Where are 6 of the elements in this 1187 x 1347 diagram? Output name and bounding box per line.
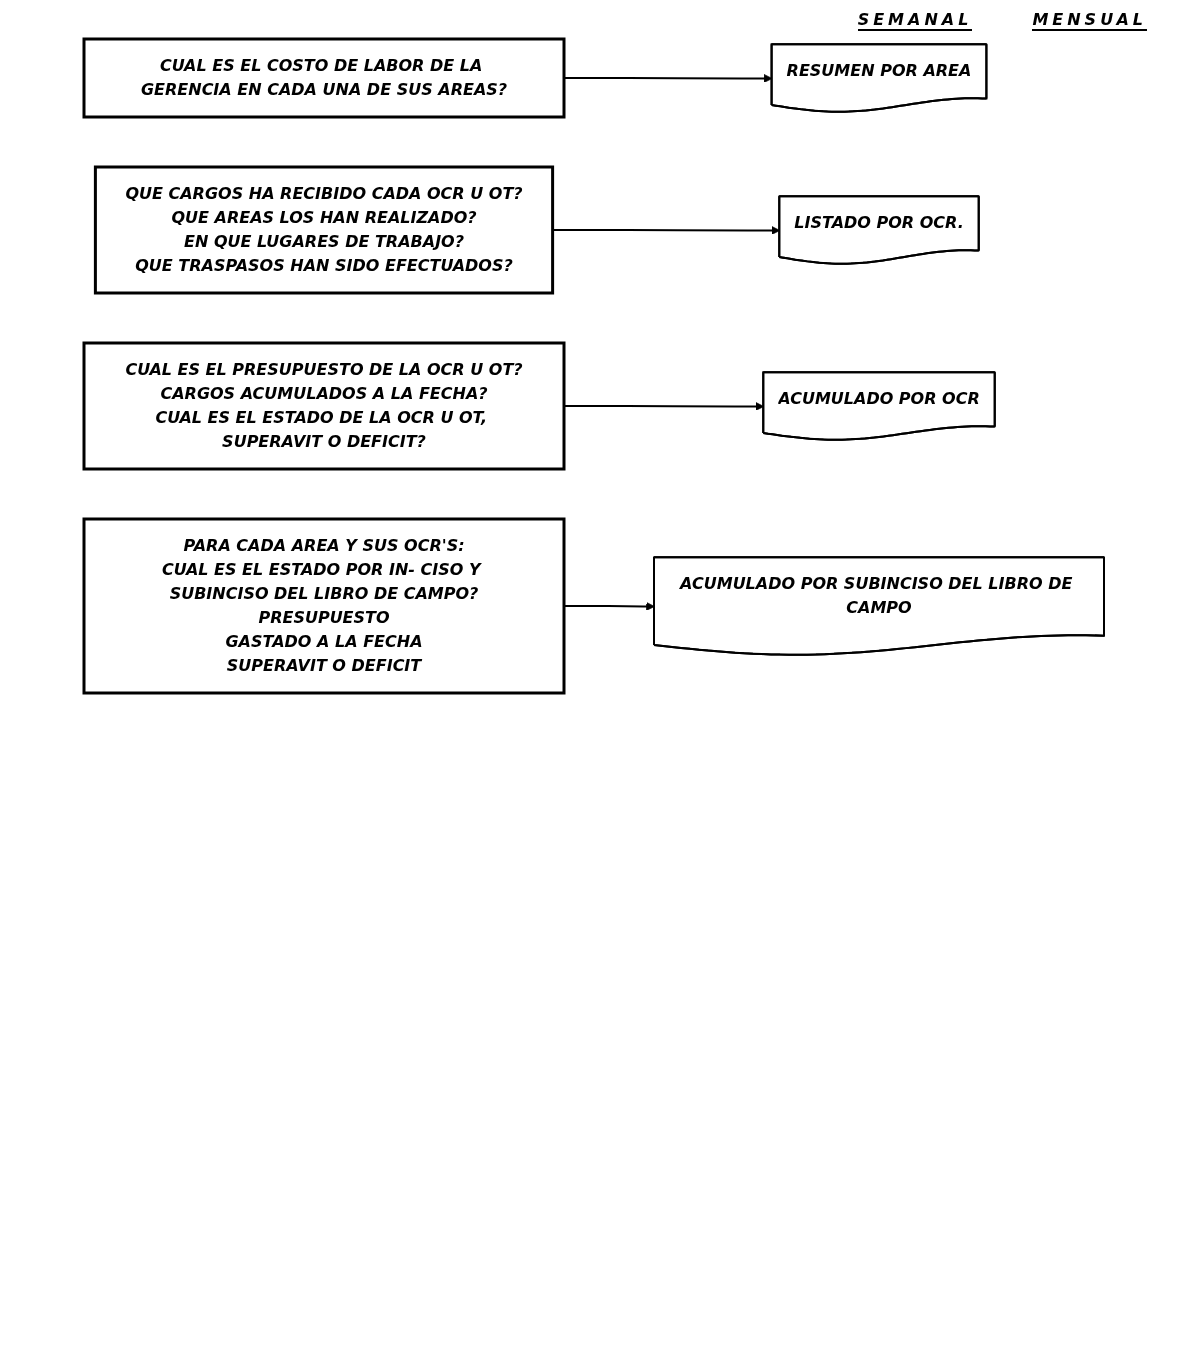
column-heading: MENSUAL [1032,10,1147,31]
node-box: CUAL ES EL PRESUPUESTO DE LA OCR U OT? CARGOS ACUMULADOS A LA FECHA? CUAL ES EL ESTADO DE LA OCR U OT, SUPERAVIT O DEFICIT? [82,341,565,471]
column-heading: SEMANAL [857,10,973,31]
node-box: QUE CARGOS HA RECIBIDO CADA OCR U OT? QUE AREAS LOS HAN REALIZADO? EN QUE LUGARES DE TRABAJO? QUE TRASPASOS HAN SIDO EFECTUADOS? [93,165,554,295]
node-box: CUAL ES EL COSTO DE LABOR DE LA GERENCIA EN CADA UNA DE SUS AREAS? [82,37,565,119]
node-box: PARA CADA AREA Y SUS OCR'S: CUAL ES EL ESTADO POR IN- CISO Y SUBINCISO DEL LIBRO DE CAMPO? PRESUPUESTO GASTADO A LA FECHA SUPERAVIT O DEFICIT [82,517,565,695]
